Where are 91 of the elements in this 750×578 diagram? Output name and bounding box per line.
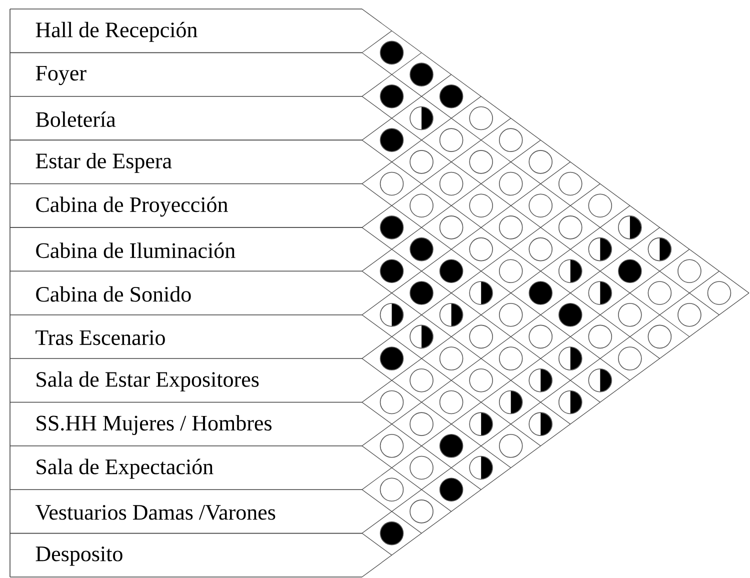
row-label: Estar de Espera (36, 152, 172, 173)
empty-circle (588, 194, 612, 218)
half-filled-circle (498, 390, 523, 414)
empty-circle (558, 216, 582, 240)
empty-circle (498, 346, 523, 370)
half-filled-circle (439, 302, 464, 327)
filled-circle (380, 216, 404, 240)
empty-circle (618, 346, 642, 370)
empty-circle (678, 302, 702, 327)
empty-circle (380, 172, 404, 196)
empty-circle (469, 150, 493, 174)
empty-circle (439, 216, 464, 240)
empty-circle (498, 128, 523, 152)
filled-circle (528, 281, 553, 305)
empty-circle (528, 237, 553, 262)
half-filled-circle (588, 237, 612, 262)
half-filled-circle (469, 412, 493, 436)
empty-circle (648, 281, 672, 305)
empty-circle (498, 434, 523, 458)
row-label: Hall de Recepción (36, 22, 198, 42)
half-filled-circle (558, 259, 582, 284)
empty-circle (469, 324, 493, 349)
row-label: Cabina de Iluminación (36, 242, 236, 258)
empty-circle (439, 346, 464, 370)
empty-circle (410, 194, 434, 218)
row-label: Desposito (36, 546, 122, 566)
empty-circle (439, 390, 464, 414)
half-filled-circle (380, 302, 404, 327)
half-filled-circle (588, 281, 612, 305)
empty-circle (439, 128, 464, 152)
empty-circle (380, 478, 404, 502)
filled-circle (410, 237, 434, 262)
empty-circle (410, 368, 434, 392)
half-filled-circle (469, 456, 493, 480)
row-label: Vestuarios Damas /Varones (35, 505, 276, 520)
empty-circle (469, 368, 493, 392)
filled-circle (618, 259, 642, 284)
filled-circle (439, 259, 464, 284)
half-filled-circle (528, 368, 553, 392)
half-filled-circle (410, 324, 434, 349)
empty-circle (528, 194, 553, 218)
filled-circle (380, 259, 404, 284)
empty-circle (528, 150, 553, 174)
empty-circle (410, 150, 434, 174)
half-filled-circle (648, 237, 672, 262)
filled-circle (380, 128, 404, 152)
row-label: Sala de Expectación (36, 458, 214, 479)
empty-circle (678, 259, 702, 284)
filled-circle (380, 521, 404, 546)
half-filled-circle (410, 106, 434, 130)
empty-circle (498, 302, 523, 327)
empty-circle (618, 302, 642, 327)
row-label: Cabina de Proyección (36, 196, 228, 217)
half-filled-circle (528, 412, 553, 436)
filled-circle (558, 302, 582, 327)
empty-circle (410, 456, 434, 480)
row-label: Sala de Estar Expositores (36, 371, 259, 392)
empty-circle (558, 172, 582, 196)
empty-circle (469, 194, 493, 218)
empty-circle (410, 500, 434, 524)
filled-circle (439, 84, 464, 108)
row-label: Tras Escenario (36, 330, 165, 346)
half-filled-circle (469, 281, 493, 305)
filled-circle (380, 40, 404, 65)
empty-circle (439, 172, 464, 196)
filled-circle (380, 346, 404, 370)
empty-circle (498, 172, 523, 196)
empty-circle (380, 390, 404, 414)
empty-circle (469, 106, 493, 130)
filled-circle (439, 478, 464, 502)
half-filled-circle (558, 390, 582, 414)
empty-circle (588, 324, 612, 349)
filled-circle (410, 62, 434, 86)
half-filled-circle (618, 216, 642, 240)
half-filled-circle (558, 346, 582, 370)
filled-circle (380, 84, 404, 108)
empty-circle (410, 412, 434, 436)
empty-circle (380, 434, 404, 458)
empty-circle (498, 259, 523, 284)
filled-circle (410, 281, 434, 305)
empty-circle (528, 324, 553, 349)
empty-circle (469, 237, 493, 262)
empty-circle (498, 216, 523, 240)
row-label: SS.HH Mujeres / Hombres (36, 415, 272, 436)
filled-circle (439, 434, 464, 458)
half-filled-circle (588, 368, 612, 392)
row-label: Foyer (36, 66, 86, 86)
row-label: Cabina de Sonido (36, 286, 191, 302)
row-label: Boletería (36, 111, 116, 127)
empty-circle (707, 281, 732, 305)
empty-circle (648, 324, 672, 349)
